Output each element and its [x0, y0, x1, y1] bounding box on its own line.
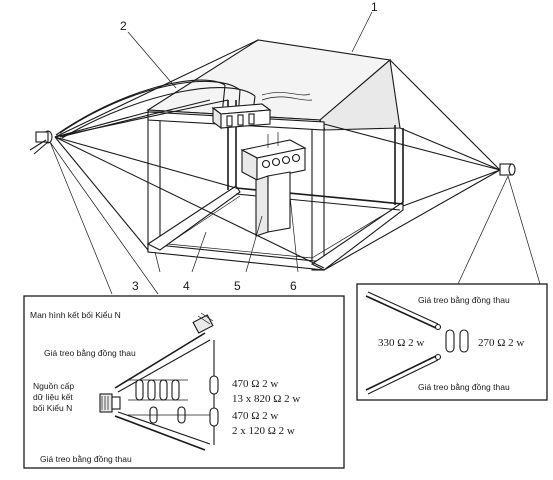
left-connector [29, 130, 53, 155]
part-number-6: 6 [290, 279, 297, 293]
source-label-line3: bối Kiểu N [33, 403, 72, 413]
support-post [255, 171, 291, 237]
resistor-value-3: 470 Ω 2 w [232, 410, 278, 422]
right-inset-left-value: 330 Ω 2 w [378, 337, 424, 349]
left-inset-title: Man hình kết bối Kiểu N [30, 310, 121, 320]
part-number-4: 4 [183, 279, 190, 293]
left-inset-top-holder: Giá treo bằng đồng thau [44, 348, 136, 358]
main-assembly [29, 11, 541, 295]
right-inset-top-holder: Giá treo bằng đồng thau [418, 295, 510, 305]
right-inset-bottom-holder: Giá treo bằng đồng thau [418, 382, 510, 392]
resistor-value-1: 470 Ω 2 w [232, 378, 278, 390]
resistor-value-2: 13 x 820 Ω 2 w [232, 393, 300, 405]
connector-block [211, 103, 272, 130]
right-inset: Giá treo bằng đồng thau 330 Ω 2 w 270 Ω … [356, 283, 548, 401]
feed-cables [55, 79, 313, 139]
source-label-line2: dữ liệu kết [33, 392, 73, 402]
part-number-2: 2 [120, 19, 127, 33]
left-inset: Man hình kết bối Kiểu N Giá treo bằng đồ… [23, 295, 345, 469]
part-number-5: 5 [234, 279, 241, 293]
source-label-line1: Nguồn cấp [33, 381, 74, 391]
right-wires [323, 59, 501, 271]
leader-lines [127, 11, 373, 273]
right-inset-right-value: 270 Ω 2 w [478, 337, 524, 349]
terminal-box [240, 132, 307, 181]
part-number-3: 3 [132, 279, 139, 293]
part-number-1: 1 [371, 0, 378, 14]
right-connector [499, 163, 516, 176]
left-inset-bottom-holder: Giá treo bằng đồng thau [40, 454, 132, 464]
resistor-value-4: 2 x 120 Ω 2 w [232, 425, 295, 437]
